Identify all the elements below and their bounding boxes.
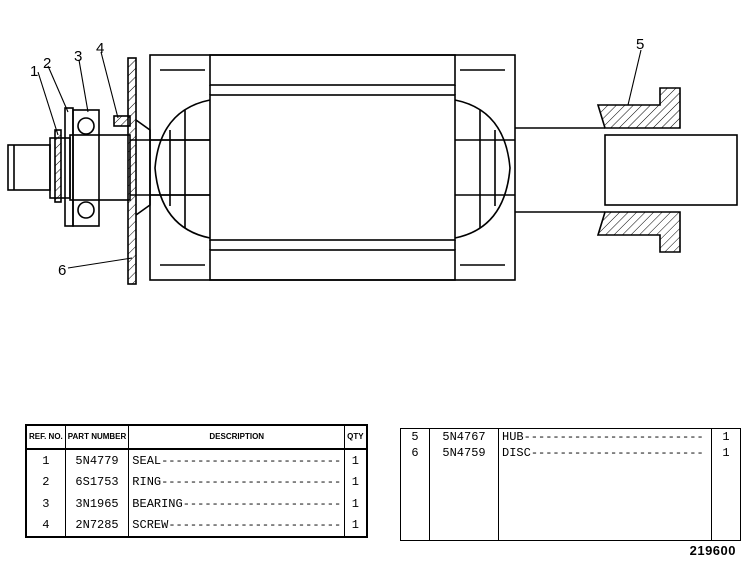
drawing-number: 219600: [689, 543, 736, 558]
row-qty: 1: [722, 430, 730, 444]
header-part-number: PART NUMBER: [65, 425, 130, 450]
ring-part: [64, 107, 74, 227]
table-row: 3 3N1965 BEARING---------------------- 1: [26, 492, 367, 515]
parts-table-left: REF. NO. PART NUMBER DESCRIPTION QTY 1 5…: [25, 424, 368, 538]
header-qty: QTY: [344, 425, 367, 450]
shaft-right: [515, 127, 738, 213]
row-ref: 5: [400, 428, 430, 445]
header-description: DESCRIPTION: [128, 425, 346, 450]
armature-core: [149, 54, 516, 281]
table-row: 1 5N4779 SEAL------------------------- 1: [26, 449, 367, 472]
row-ref: 2: [26, 471, 66, 493]
desc-text: RING: [132, 475, 162, 490]
row-ref: 1: [26, 449, 66, 472]
desc-text: SEAL: [132, 453, 162, 468]
row-part-number: 5N4779: [65, 449, 130, 472]
seal-part: [54, 129, 62, 203]
table-row: 4 2N7285 SCREW------------------------ 1: [26, 514, 367, 537]
callout-6: 6: [58, 262, 66, 279]
desc-text: DISC: [502, 446, 531, 460]
callout-3: 3: [74, 48, 82, 65]
row-description: RING-------------------------: [128, 471, 346, 493]
row-part-number: 5N4767: [429, 428, 499, 445]
table-row: 6 5N4759 DISC------------------------ 1: [400, 445, 741, 461]
row-part-number: 5N4759: [429, 445, 499, 461]
callout-5: 5: [636, 36, 644, 53]
row-qty: 1: [351, 475, 359, 490]
row-qty: 1: [351, 453, 359, 468]
callout-2: 2: [43, 55, 51, 72]
row-qty: 1: [351, 496, 359, 511]
row-ref: 3: [26, 492, 66, 515]
row-qty: 1: [351, 518, 359, 533]
row-ref: 6: [400, 445, 430, 461]
row-ref: 4: [26, 514, 66, 537]
armature-assembly-drawing: 1 2 3 4 5 6: [7, 36, 738, 285]
row-description: SCREW------------------------: [128, 514, 346, 537]
bearing-part: [72, 109, 100, 227]
shaft-left-end: [7, 134, 131, 201]
row-qty: 1: [722, 446, 730, 460]
row-part-number: 3N1965: [65, 492, 130, 515]
leader-lines: [37, 49, 642, 269]
row-description: BEARING----------------------: [128, 492, 346, 515]
row-part-number: 2N7285: [65, 514, 130, 537]
table-row: 5 5N4767 HUB------------------------- 1: [400, 428, 741, 445]
desc-text: BEARING: [132, 496, 183, 511]
row-description: SEAL-------------------------: [128, 449, 346, 472]
row-part-number: 6S1753: [65, 471, 130, 493]
desc-text: SCREW: [132, 518, 169, 533]
table-row: 2 6S1753 RING------------------------- 1: [26, 471, 367, 493]
table-filler-row: [400, 461, 741, 541]
hub-part: [596, 87, 681, 253]
desc-text: HUB: [502, 430, 524, 444]
row-description: HUB-------------------------: [498, 428, 712, 445]
parts-table-right: 5 5N4767 HUB------------------------- 1 …: [400, 428, 741, 541]
header-ref-no: REF. NO.: [26, 425, 66, 450]
callout-1: 1: [30, 63, 38, 80]
row-description: DISC------------------------: [498, 445, 712, 461]
callout-4: 4: [96, 40, 104, 57]
disc-part: [127, 57, 151, 285]
table-header-row: REF. NO. PART NUMBER DESCRIPTION QTY: [26, 425, 367, 450]
